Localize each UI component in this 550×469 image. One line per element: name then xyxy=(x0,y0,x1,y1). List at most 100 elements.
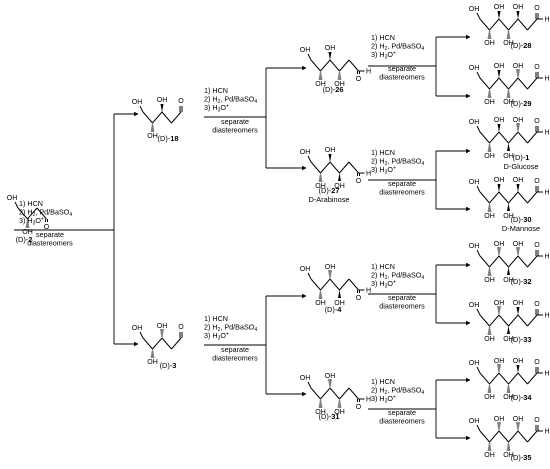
hydroxyl-label: OH xyxy=(334,409,345,416)
compound-number: 28 xyxy=(523,41,531,50)
oxygen-label: O xyxy=(44,224,50,231)
compound-prefix: (D)- xyxy=(511,453,524,462)
wedge-bond xyxy=(507,267,510,275)
compound-prefix: (D)- xyxy=(511,335,524,344)
hydroxyl-label: OH xyxy=(484,40,495,47)
hydroxyl-label: OH xyxy=(325,373,336,380)
backbone xyxy=(17,207,38,220)
compound-prefix: (D)- xyxy=(511,277,524,286)
hydroxyl-label: OH xyxy=(334,183,345,190)
compound-label-c28: (D)-28 xyxy=(511,41,532,50)
hydroxyl-label: OH xyxy=(484,277,495,284)
backbone xyxy=(310,59,350,72)
hash-bond xyxy=(497,247,501,255)
hydroxyl-label: OH xyxy=(157,323,168,330)
oxygen-label: O xyxy=(534,118,540,125)
backbone xyxy=(479,131,528,144)
oh-bond xyxy=(476,366,481,374)
hash-bond xyxy=(516,422,520,430)
branching-arrow xyxy=(368,34,471,99)
condition-separate: separate xyxy=(221,117,249,126)
oxygen-label: O xyxy=(534,359,540,366)
oxygen-label: O xyxy=(356,404,362,411)
hydroxyl-label: OH xyxy=(469,302,480,309)
hydrogen-label: H xyxy=(544,429,549,436)
hash-bond xyxy=(516,247,520,255)
compound-prefix: (D)- xyxy=(319,186,332,195)
hydroxyl-label: OH xyxy=(503,153,514,160)
hydroxyl-label: OH xyxy=(315,183,326,190)
oxygen-label: O xyxy=(178,98,184,105)
compound-label-c31: (D)-31 xyxy=(319,412,340,421)
hydroxyl-label: OH xyxy=(513,416,524,423)
wedge-bond xyxy=(338,290,341,298)
aldehyde-bond xyxy=(171,111,182,124)
condition-step-1: 1) HCN xyxy=(371,377,395,386)
hydrogen-label: H xyxy=(366,397,371,404)
hash-bond xyxy=(487,90,492,98)
compound-label-c33: (D)-33 xyxy=(511,335,532,344)
condition-separate: separate xyxy=(221,345,249,354)
hash-bond xyxy=(328,379,332,387)
wedge-bond xyxy=(328,154,332,162)
hydroxyl-label: OH xyxy=(315,81,326,88)
hydroxyl-label: OH xyxy=(513,241,524,248)
hash-bond xyxy=(487,31,492,39)
hydroxyl-label: OH xyxy=(494,63,505,70)
hydroxyl-label: OH xyxy=(469,119,480,126)
compound-label-c35: (D)-35 xyxy=(511,453,532,462)
hydroxyl-label: OH xyxy=(300,266,311,273)
compound-label-c27: (D)-27 xyxy=(319,186,340,195)
hash-bond xyxy=(318,291,323,299)
hydroxyl-label: OH xyxy=(503,277,514,284)
hydroxyl-label: OH xyxy=(7,195,18,202)
compound-number: 30 xyxy=(523,215,531,224)
hash-bond xyxy=(318,400,323,408)
backbone xyxy=(310,161,350,174)
hydrogen-label: H xyxy=(544,371,549,378)
hydroxyl-label: OH xyxy=(325,147,336,154)
wedge-bond xyxy=(507,143,510,151)
condition-diastereomers: diastereomers xyxy=(212,354,258,363)
condition-separate: separate xyxy=(388,179,416,188)
compound-prefix: (D)- xyxy=(511,215,524,224)
oh-bond xyxy=(14,201,19,209)
backbone xyxy=(479,372,528,385)
hash-bond xyxy=(506,90,511,98)
condition-step-2: 2) H2, Pd/BaSO4 xyxy=(204,323,257,334)
oh-bond xyxy=(139,331,144,339)
hydroxyl-label: OH xyxy=(503,213,514,220)
hash-bond xyxy=(497,422,501,430)
hash-bond xyxy=(318,72,323,80)
compound-number: 33 xyxy=(523,335,531,344)
hash-bond xyxy=(328,270,332,278)
hydrogen-label: H xyxy=(544,313,549,320)
hydrogen-label: H xyxy=(366,69,371,76)
hydroxyl-label: OH xyxy=(494,117,505,124)
hash-bond xyxy=(160,329,164,337)
condition-step-3: 3) H3O+ xyxy=(371,394,396,405)
wedge-bond xyxy=(497,11,501,19)
hash-bond xyxy=(497,306,501,314)
compound-label-c1: (D)-1 xyxy=(513,153,530,162)
hydroxyl-label: OH xyxy=(494,241,505,248)
hash-bond xyxy=(487,204,492,212)
hydroxyl-label: OH xyxy=(469,6,480,13)
backbone xyxy=(479,191,528,204)
compound-number: 29 xyxy=(523,99,531,108)
hash-bond xyxy=(487,144,492,152)
compound-label-c34: (D)-34 xyxy=(511,393,533,402)
compound-label-c4: (D)-4 xyxy=(325,305,343,314)
condition-step-3: 3) H3O+ xyxy=(19,216,44,227)
compound-number: 18 xyxy=(170,134,178,143)
label-layer: (D)-2(D)-18(D)-3(D)-26(D)-27D-Arabinose(… xyxy=(16,41,541,462)
hydroxyl-label: OH xyxy=(132,99,143,106)
